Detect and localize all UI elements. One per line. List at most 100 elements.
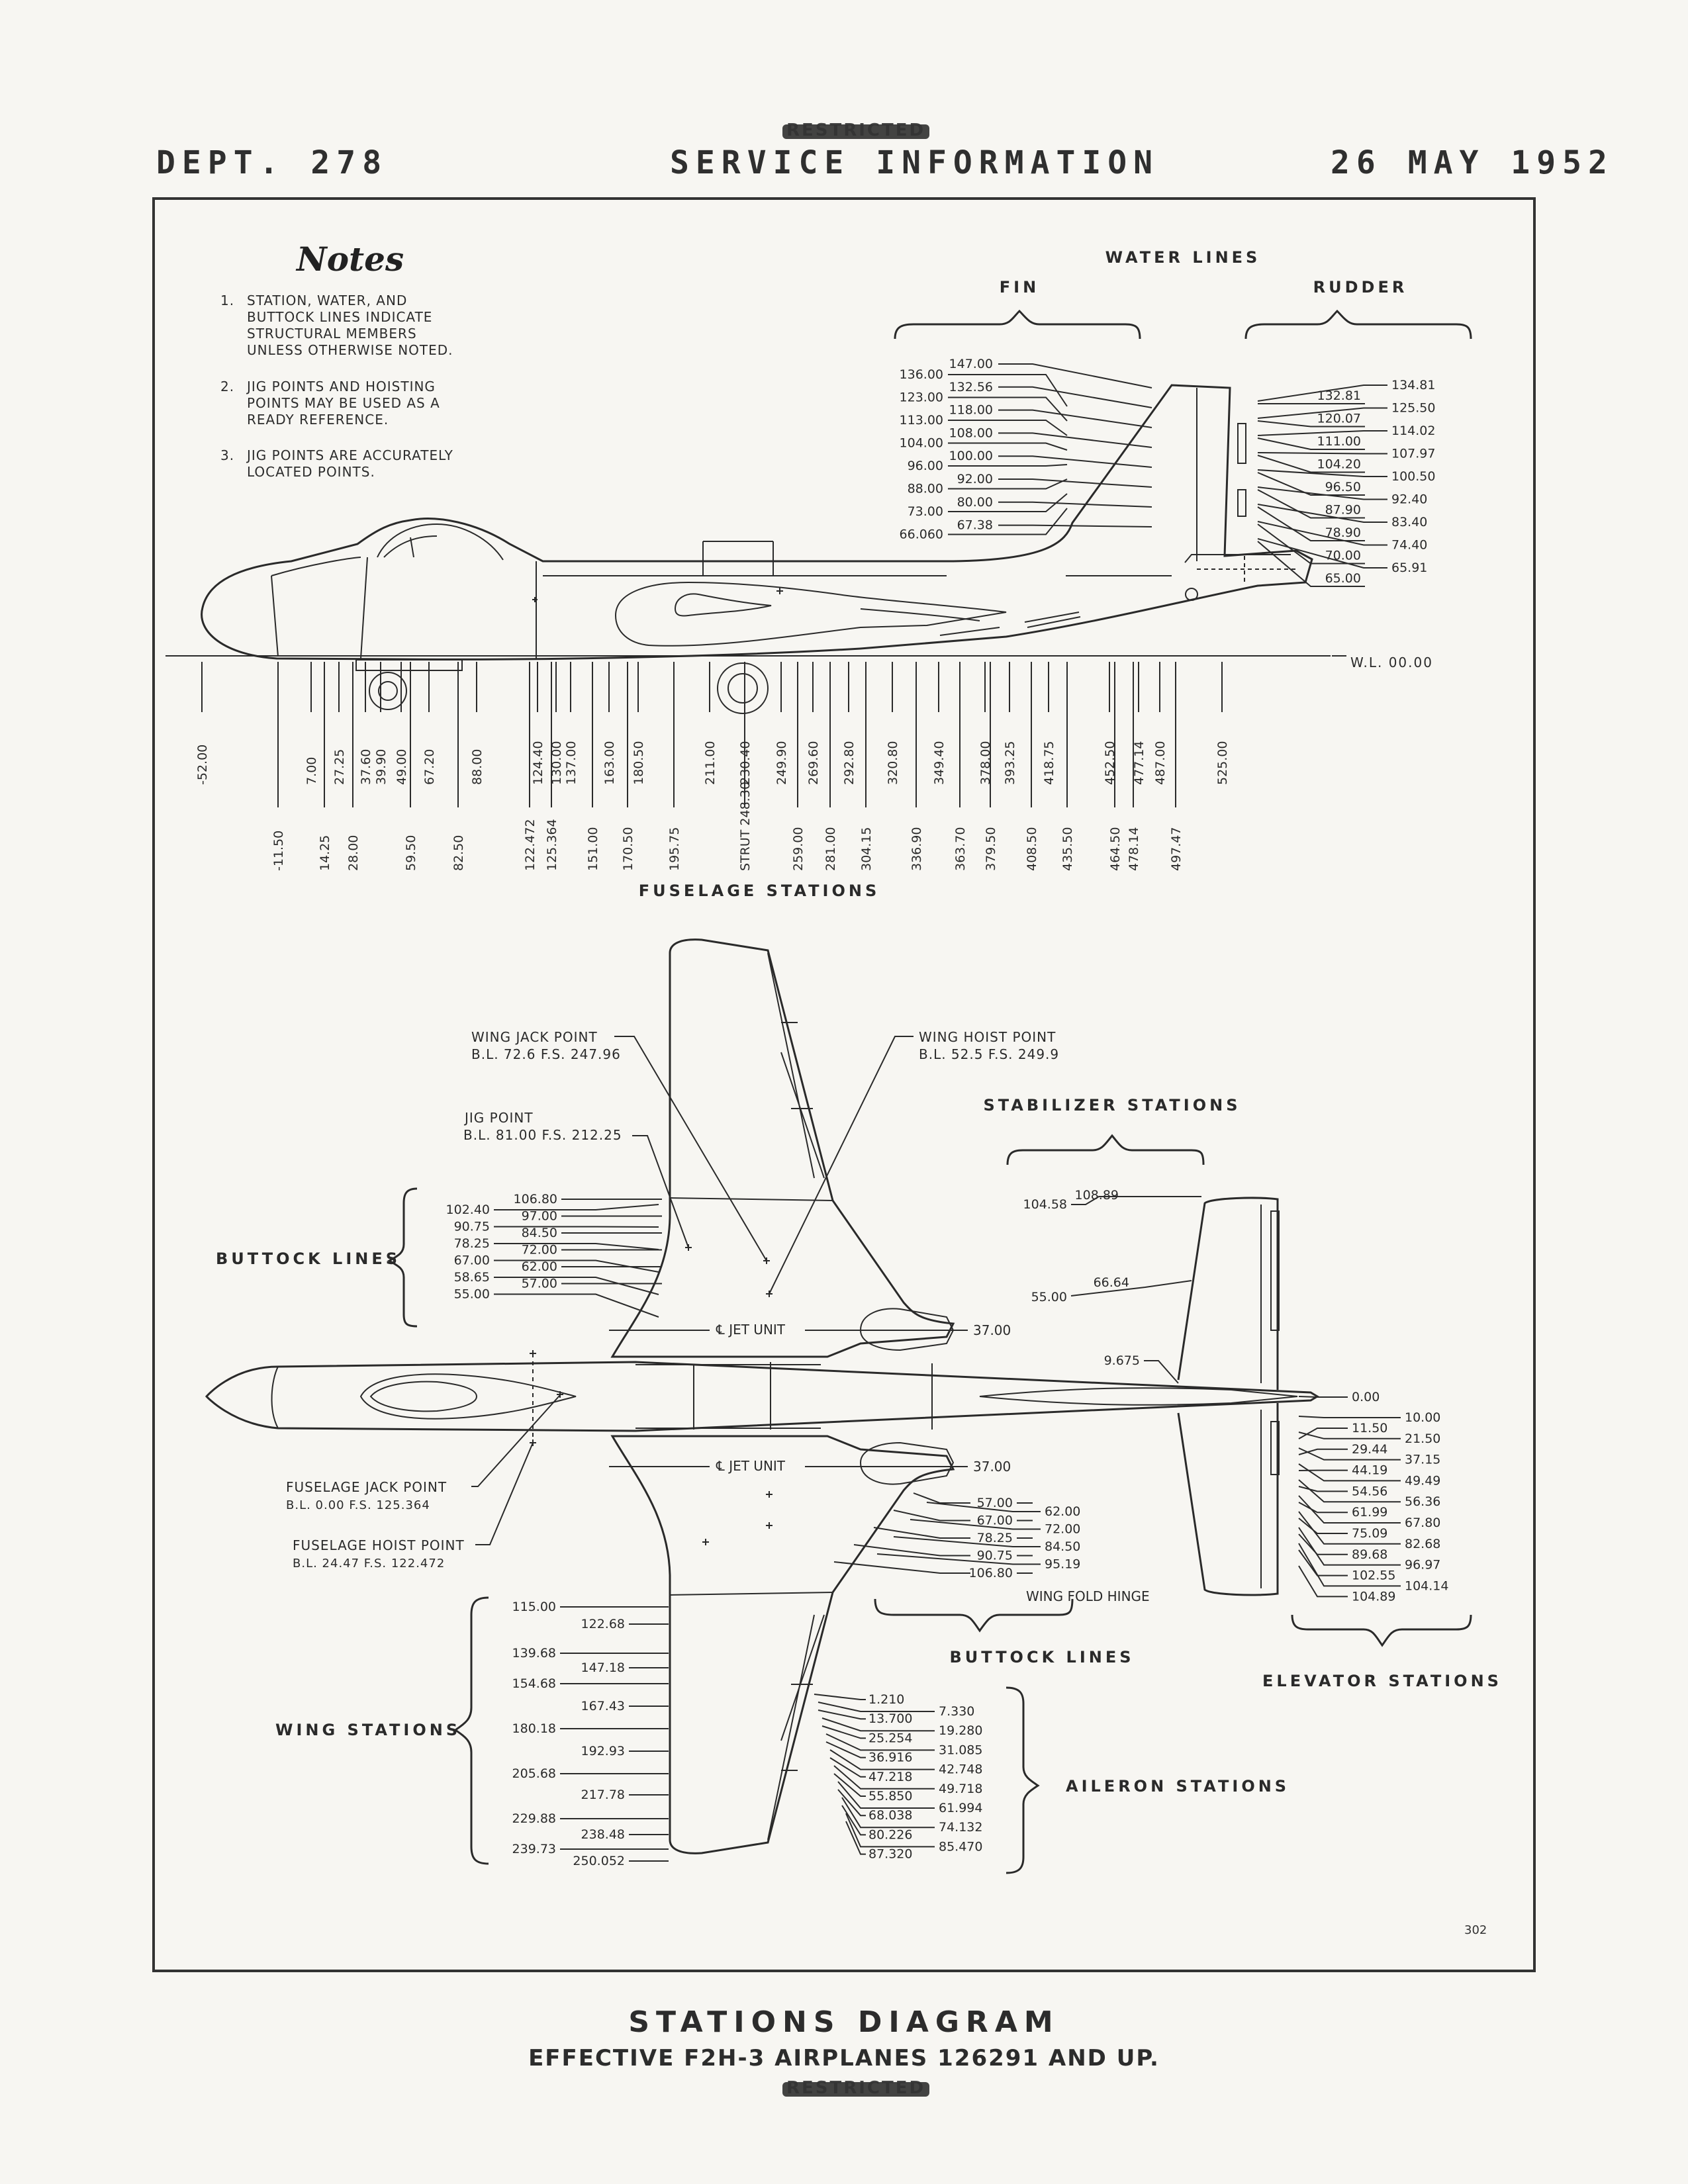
fuselage-station-upper: 137.00 xyxy=(564,741,579,785)
rudder-wl-left: 104.20 xyxy=(1317,457,1361,472)
fuselage-station-lower: 379.50 xyxy=(984,827,998,871)
stab-station-9675: 9.675 xyxy=(1104,1353,1140,1368)
buttock-lines-lower-title: BUTTOCK LINES xyxy=(949,1648,1134,1666)
wing-station-right: 217.78 xyxy=(581,1788,625,1802)
footer-subtitle: EFFECTIVE F2H-3 AIRPLANES 126291 AND UP. xyxy=(528,2045,1160,2071)
wing-station-right: 122.68 xyxy=(581,1617,625,1631)
leader-line xyxy=(1257,407,1387,419)
leader-line xyxy=(1298,1518,1348,1534)
rudder-wl-left: 87.90 xyxy=(1325,503,1361,518)
buttock-line-right: 97.00 xyxy=(522,1209,557,1224)
rudder-wl-right: 92.40 xyxy=(1391,492,1427,507)
fin-wl-left: 136.00 xyxy=(900,367,943,382)
leader-line xyxy=(825,1733,935,1751)
leader-line xyxy=(1298,1396,1348,1398)
leader-line xyxy=(1298,1511,1401,1545)
buttock-lines-bracket-left xyxy=(387,1187,418,1328)
wing-station-left: 154.68 xyxy=(512,1676,556,1691)
elevator-station-right: 37.15 xyxy=(1405,1453,1440,1467)
fin-wl-left: 73.00 xyxy=(908,504,943,519)
rudder-wl-right: 125.50 xyxy=(1391,401,1435,416)
leader-line xyxy=(833,1765,935,1790)
service-information-title: SERVICE INFORMATION xyxy=(670,144,1160,181)
stab-station-left: 55.00 xyxy=(1031,1290,1067,1304)
aileron-bracket xyxy=(1006,1686,1040,1874)
aileron-station-right: 85.470 xyxy=(939,1839,982,1854)
fuselage-station-lower: 363.70 xyxy=(953,827,968,871)
fin-wl-right: 147.00 xyxy=(949,357,993,371)
fuselage-station-lower: 59.50 xyxy=(404,835,418,871)
leader-line xyxy=(1298,1432,1401,1439)
leader-line xyxy=(998,386,1152,408)
fuselage-station-lower: 14.25 xyxy=(318,835,332,871)
fin-wl-right: 132.56 xyxy=(949,380,993,394)
note-3-number: 3. xyxy=(220,447,235,463)
fuselage-station-upper: 525.00 xyxy=(1215,741,1230,785)
elevator-station-left: 102.55 xyxy=(1352,1569,1395,1583)
leader-line xyxy=(494,1226,659,1228)
fuselage-station-lower: 125.364 xyxy=(545,819,559,871)
fuselage-station-upper: 418.75 xyxy=(1042,741,1056,785)
elevator-station-left: 54.56 xyxy=(1352,1484,1387,1498)
elevator-station-right: 10.00 xyxy=(1405,1410,1440,1425)
leader-line xyxy=(998,455,1152,468)
aileron-station-right: 49.718 xyxy=(939,1782,982,1796)
fuselage-station-upper: 452.50 xyxy=(1103,741,1117,785)
fuselage-station-lower: 408.50 xyxy=(1025,827,1039,871)
leader-line xyxy=(1144,1360,1179,1384)
fin-wl-right: 118.00 xyxy=(949,403,993,418)
fin-wl-left: 123.00 xyxy=(900,390,943,405)
fuselage-station-lower: 170.50 xyxy=(621,827,635,871)
fuselage-station-upper: 378.00 xyxy=(978,741,993,785)
wing-station-right: 167.43 xyxy=(581,1699,625,1713)
leader-line xyxy=(475,1442,534,1545)
leader-line xyxy=(893,1510,970,1522)
stabilizer-bracket xyxy=(1006,1134,1205,1165)
leader-line xyxy=(948,396,1068,422)
leader-line xyxy=(948,493,1068,512)
buttock-line-right: 62.00 xyxy=(522,1259,557,1274)
fuselage-station-upper: 67.20 xyxy=(422,749,437,785)
lower-buttock-line-left: 106.80 xyxy=(969,1566,1013,1580)
buttock-line-left: 55.00 xyxy=(454,1287,490,1302)
leader-line xyxy=(833,1561,970,1574)
date-label: 26 MAY 1952 xyxy=(1331,144,1614,181)
dept-label: DEPT. 278 xyxy=(156,144,389,181)
rudder-wl-left: 120.07 xyxy=(1317,412,1361,426)
elevator-station-left: 29.44 xyxy=(1352,1442,1387,1457)
fin-wl-right: 108.00 xyxy=(949,426,993,440)
leader-line xyxy=(1298,1549,1348,1576)
leader-line xyxy=(821,1725,866,1739)
rudder-wl-right: 107.97 xyxy=(1391,447,1435,461)
fuselage-station-lower: 304.15 xyxy=(859,827,874,871)
wing-station-left: 180.18 xyxy=(512,1721,556,1736)
fuselage-station-lower: 122.472 xyxy=(523,819,538,871)
leader-line xyxy=(1257,538,1387,569)
buttock-line-left: 90.75 xyxy=(454,1220,490,1234)
lower-buttock-line-left: 67.00 xyxy=(977,1514,1013,1528)
leader-line xyxy=(841,1797,935,1829)
aileron-stations-title: AILERON STATIONS xyxy=(1066,1777,1289,1796)
leader-line xyxy=(1298,1495,1401,1524)
leader-line xyxy=(948,508,1068,535)
fuselage-station-upper: 130.00 xyxy=(549,741,564,785)
elevator-station-right: 56.36 xyxy=(1405,1494,1440,1509)
note-1-text: STATION, WATER, AND BUTTOCK LINES INDICA… xyxy=(247,293,453,358)
leader-line xyxy=(998,363,1152,388)
leader-line xyxy=(494,1259,659,1273)
rudder-wl-left: 132.81 xyxy=(1317,388,1361,403)
fuselage-station-upper: 211.00 xyxy=(703,741,718,785)
page-number: 302 xyxy=(1464,1923,1487,1937)
fuselage-stations-title: FUSELAGE STATIONS xyxy=(639,882,880,900)
buttock-lines-bracket-bottom xyxy=(874,1598,1074,1633)
leader-line xyxy=(948,478,1068,490)
jet-unit-label-lower: ℄ JET UNIT xyxy=(716,1458,786,1474)
fuselage-station-lower: 336.90 xyxy=(910,827,924,871)
note-1-number: 1. xyxy=(220,293,235,308)
fuselage-station-upper: 249.90 xyxy=(774,741,789,785)
elevator-station-right: 67.80 xyxy=(1405,1516,1440,1530)
fuselage-station-upper: 487.00 xyxy=(1153,741,1168,785)
fuselage-station-upper: 7.00 xyxy=(305,757,319,785)
leader-line xyxy=(913,1492,970,1504)
